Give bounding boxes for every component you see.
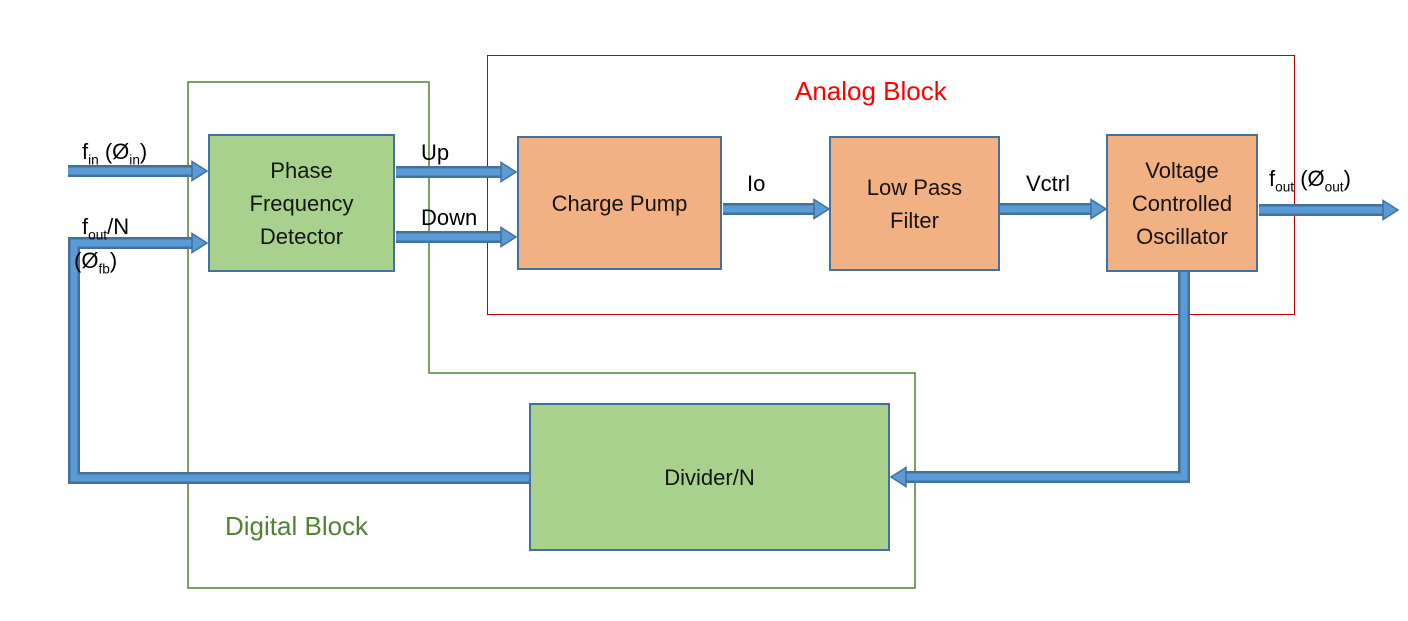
digital-block-label: Digital Block (225, 511, 369, 541)
low-pass-filter-block: Low Pass Filter (829, 136, 1000, 271)
divider-label: Divider/N (664, 464, 755, 490)
phase-frequency-detector-block: Phase Frequency Detector (208, 134, 395, 272)
voltage-controlled-oscillator-block: Voltage Controlled Oscillator (1106, 134, 1258, 272)
vctrl-signal-label: Vctrl (1026, 171, 1070, 196)
io-signal-label: Io (747, 171, 766, 196)
phase-frequency-detector-label: Phase Frequency Detector (249, 157, 354, 249)
io-arrow-head (813, 198, 831, 220)
vco-feedback-line (904, 272, 1190, 483)
down-arrow-head (500, 226, 518, 248)
low-pass-filter-label: Low Pass Filter (866, 174, 963, 233)
fout-signal-label: fout (Øout) (1269, 166, 1351, 195)
divider-block: Divider/N (529, 403, 890, 551)
analog-block-label: Analog Block (795, 76, 947, 106)
up-signal-label: Up (421, 140, 450, 165)
digital-block-outline (187, 81, 916, 589)
voltage-controlled-oscillator-label: Voltage Controlled Oscillator (1131, 157, 1233, 249)
vco-feedback-line-core (904, 272, 1188, 481)
divider-feedback-line-core (70, 239, 529, 482)
fout-arrow-head (1382, 199, 1400, 221)
divider-feedback-line (68, 237, 529, 484)
vco-feedback-line-head (889, 466, 907, 488)
charge-pump-label: Charge Pump (551, 190, 688, 216)
divider-feedback-line-head (191, 232, 209, 254)
analog-block-outline (487, 55, 1295, 315)
up-arrow-head (500, 161, 518, 183)
feedback-signal-label-bottom: (Øfb) (74, 248, 118, 277)
fin-signal-label: fin (Øin) (82, 139, 148, 168)
down-signal-label: Down (421, 205, 478, 230)
charge-pump-block: Charge Pump (517, 136, 722, 270)
vctrl-arrow-head (1090, 198, 1108, 220)
fin-arrow-head (191, 160, 209, 182)
feedback-signal-label-top: fout/N (82, 214, 130, 243)
